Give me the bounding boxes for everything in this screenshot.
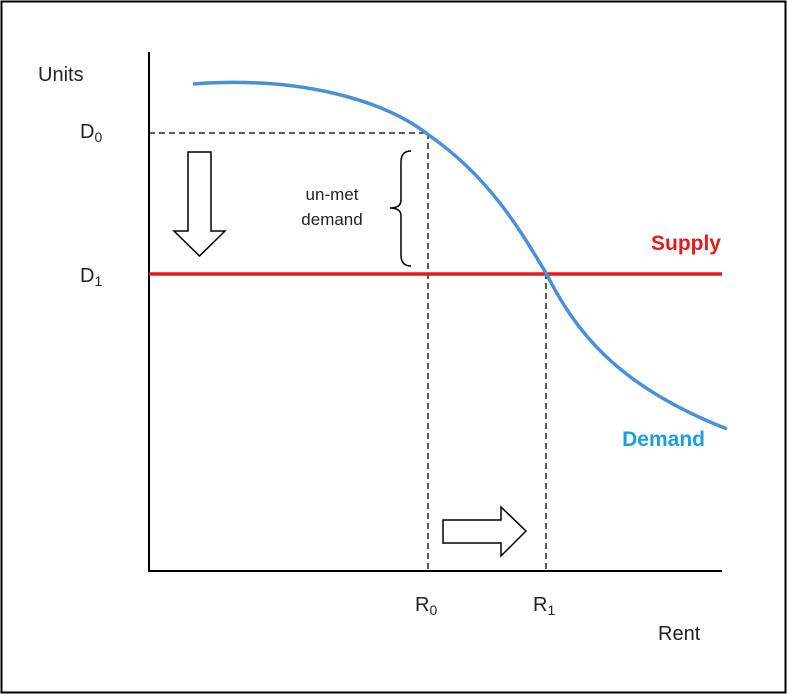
unmet-label-line2: demand — [301, 210, 362, 229]
unmet-label-line1: un-met — [306, 185, 359, 204]
supply-label: Supply — [651, 232, 721, 255]
demand-curve — [192, 80, 728, 431]
unmet-demand-brace — [389, 150, 412, 267]
x-axis-label: Rent — [658, 623, 701, 645]
down-arrow-icon — [172, 151, 227, 258]
tick-r0: R0 — [415, 594, 437, 618]
tick-d1: D1 — [80, 265, 102, 289]
right-arrow-icon — [442, 505, 528, 558]
y-axis-label: Units — [38, 64, 84, 86]
tick-r1: R1 — [533, 594, 555, 618]
demand-label: Demand — [622, 428, 705, 451]
tick-d0: D0 — [80, 121, 102, 145]
